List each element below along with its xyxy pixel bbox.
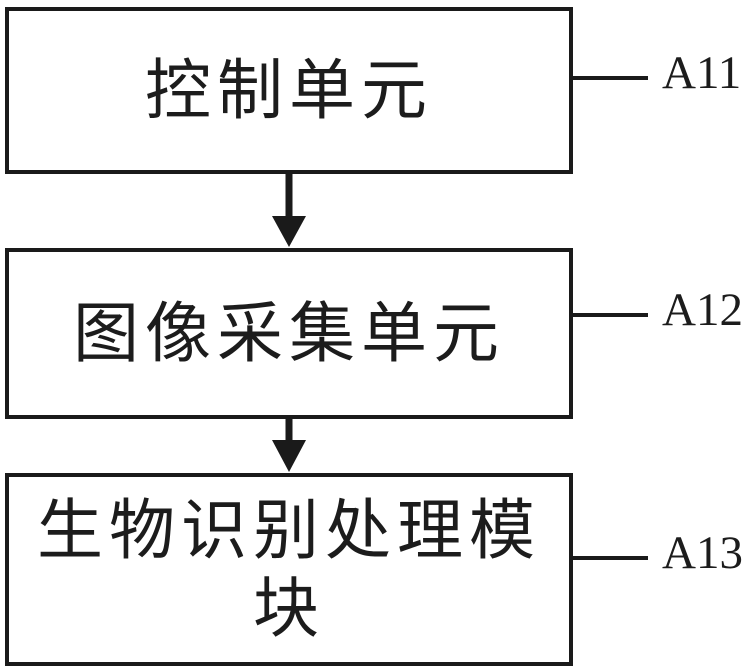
block-image-capture-unit-label: 图像采集单元 [73,294,505,372]
block-biometric-recognition-processing-module-label: 生物识别处理模 块 [37,491,541,647]
leader-line-a12 [572,313,648,317]
leader-line-a13 [572,556,648,560]
leader-line-a11 [572,76,648,80]
reference-number-a11: A11 [662,47,742,99]
reference-number-a13: A13 [662,527,743,579]
block-control-unit-label: 控制单元 [145,51,433,129]
block-biometric-recognition-processing-module: 生物识别处理模 块 [5,473,573,666]
block-control-unit: 控制单元 [5,7,573,174]
block-image-capture-unit: 图像采集单元 [5,248,573,419]
reference-number-a12: A12 [662,284,743,336]
